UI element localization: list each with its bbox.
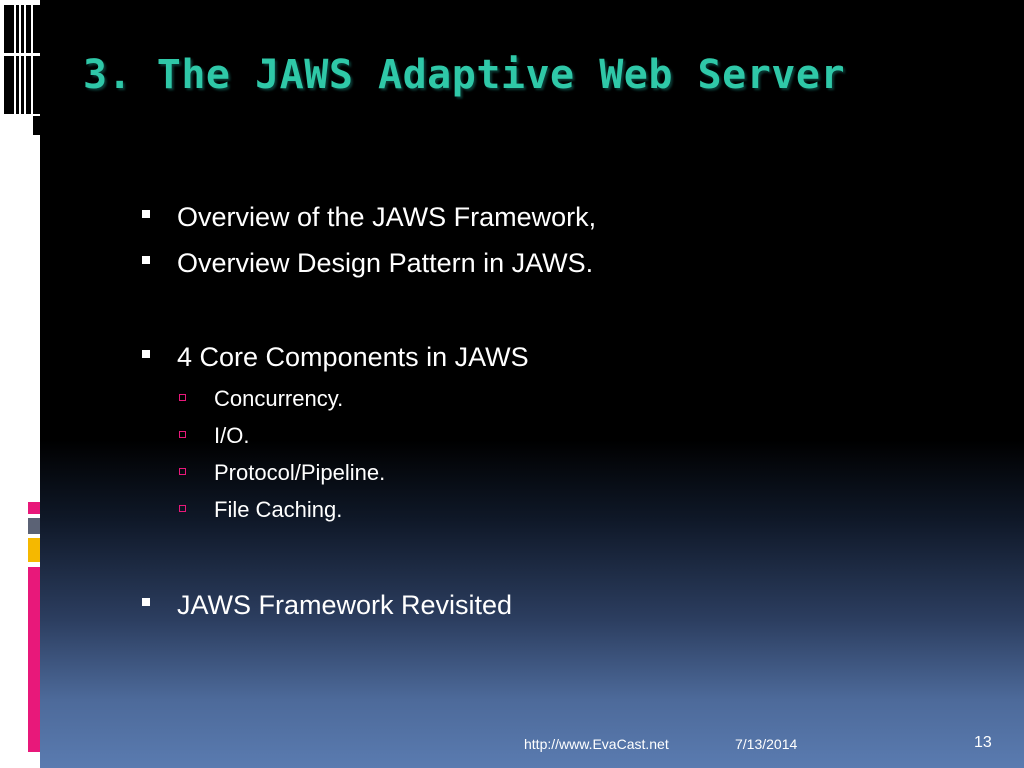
- accent-bar-pink-top: [28, 502, 40, 514]
- bullet-item: 4 Core Components in JAWS Concurrency. I…: [140, 334, 980, 528]
- sub-bullet-text: Concurrency.: [214, 386, 344, 411]
- sub-bullet-text: File Caching.: [214, 497, 343, 522]
- square-bullet-icon: [142, 350, 150, 358]
- slide-title: 3. The JAWS Adaptive Web Server: [83, 52, 846, 98]
- accent-bar-pink: [28, 567, 40, 752]
- hollow-square-bullet-icon: [179, 394, 186, 401]
- hollow-square-bullet-icon: [179, 468, 186, 475]
- sub-bullet-list: Concurrency. I/O. Protocol/Pipeline. Fil…: [177, 380, 980, 528]
- footer-url: http://www.EvaCast.net: [524, 736, 669, 752]
- hollow-square-bullet-icon: [179, 431, 186, 438]
- square-bullet-icon: [142, 210, 150, 218]
- sub-bullet-item: Concurrency.: [177, 380, 980, 417]
- square-bullet-icon: [142, 256, 150, 264]
- slide-number: 13: [974, 734, 992, 751]
- square-bullet-icon: [142, 598, 150, 606]
- bullet-item: JAWS Framework Revisited: [140, 582, 980, 628]
- sub-bullet-item: Protocol/Pipeline.: [177, 454, 980, 491]
- footer-date: 7/13/2014: [735, 736, 798, 752]
- bullet-text: 4 Core Components in JAWS: [177, 342, 529, 372]
- hollow-square-bullet-icon: [179, 505, 186, 512]
- bullet-text: JAWS Framework Revisited: [177, 590, 513, 620]
- sub-bullet-item: File Caching.: [177, 491, 980, 528]
- sub-bullet-text: Protocol/Pipeline.: [214, 460, 386, 485]
- window-grid-icon: [0, 0, 40, 135]
- accent-bar-orange: [28, 538, 40, 562]
- sub-bullet-item: I/O.: [177, 417, 980, 454]
- bullet-text: Overview Design Pattern in JAWS.: [177, 248, 594, 278]
- accent-bar-gray: [28, 518, 40, 534]
- bullet-text: Overview of the JAWS Framework,: [177, 202, 597, 232]
- bullet-item: Overview of the JAWS Framework,: [140, 194, 980, 240]
- bullet-item: Overview Design Pattern in JAWS.: [140, 240, 980, 286]
- sub-bullet-text: I/O.: [214, 423, 250, 448]
- bullet-list: Overview of the JAWS Framework, Overview…: [140, 194, 980, 628]
